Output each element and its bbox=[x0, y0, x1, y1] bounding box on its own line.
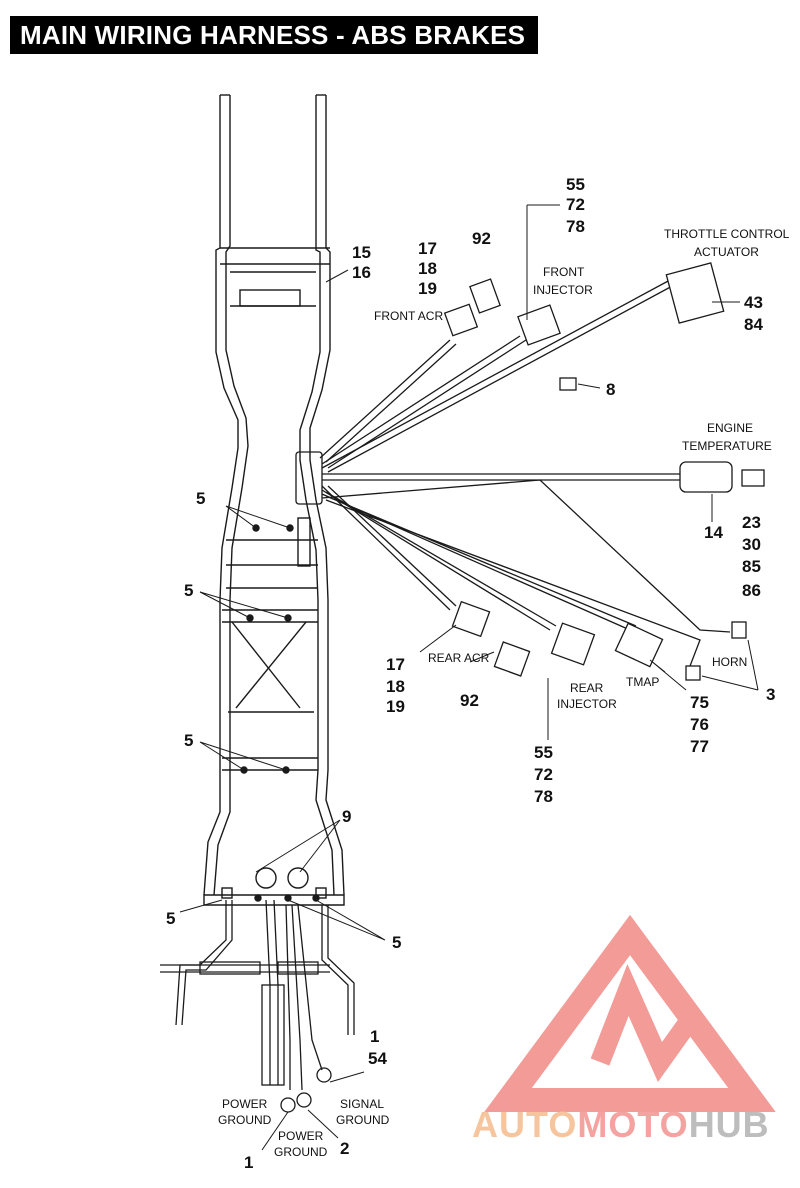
ref-77: 77 bbox=[690, 737, 709, 756]
ref-92-front: 92 bbox=[472, 229, 491, 248]
ref-75: 75 bbox=[690, 693, 709, 712]
ref-18-rear: 18 bbox=[386, 677, 405, 696]
signal-ground-line2: GROUND bbox=[336, 1113, 390, 1127]
ref-30: 30 bbox=[742, 535, 761, 554]
power-ground-b-line2: GROUND bbox=[274, 1145, 328, 1159]
vehicle-frame bbox=[203, 94, 345, 906]
ref-1-power: 1 bbox=[244, 1153, 253, 1172]
engine-temp-label-line2: TEMPERATURE bbox=[682, 439, 772, 453]
leader-lines bbox=[179, 204, 759, 1151]
ref-43: 43 bbox=[744, 293, 763, 312]
ref-78-front: 78 bbox=[566, 217, 585, 236]
watermark-part-auto: AUTO bbox=[472, 1104, 578, 1145]
ref-19-rear: 19 bbox=[386, 697, 405, 716]
watermark-part-moto: MOTO bbox=[577, 1104, 689, 1145]
rear-acr-mate-connector bbox=[493, 641, 531, 677]
ref-92-rear: 92 bbox=[460, 691, 479, 710]
power-ground-a-line1: POWER bbox=[222, 1097, 268, 1111]
ref-3: 3 bbox=[766, 685, 775, 704]
front-injector-connector bbox=[517, 304, 561, 346]
front-injector-label-line2: INJECTOR bbox=[533, 283, 593, 297]
ref-5-rear-right: 5 bbox=[392, 933, 401, 952]
ref-5-rear-left: 5 bbox=[166, 909, 175, 928]
ref-5-upper: 5 bbox=[196, 489, 205, 508]
ref-1-signal: 1 bbox=[370, 1027, 379, 1046]
ref-8: 8 bbox=[606, 380, 615, 399]
component-labels: THROTTLE CONTROL ACTUATOR FRONT INJECTOR… bbox=[218, 227, 790, 1159]
ref-19-front: 19 bbox=[418, 279, 437, 298]
title-bar: MAIN WIRING HARNESS - ABS BRAKES bbox=[10, 16, 538, 54]
ref-5-lower: 5 bbox=[184, 731, 193, 750]
rear-injector-connector bbox=[550, 622, 596, 666]
front-acr-connector bbox=[443, 303, 479, 337]
watermark-part-hub: HUB bbox=[688, 1104, 770, 1145]
ref-84: 84 bbox=[744, 315, 763, 334]
ref-17-rear: 17 bbox=[386, 655, 405, 674]
ref-14: 14 bbox=[704, 523, 723, 542]
ref-17-front: 17 bbox=[418, 239, 437, 258]
connectors bbox=[443, 262, 725, 677]
ref-18-front: 18 bbox=[418, 259, 437, 278]
front-injector-label-line1: FRONT bbox=[543, 265, 585, 279]
rear-acr-label: REAR ACR bbox=[428, 651, 490, 665]
throttle-control-connector bbox=[665, 262, 725, 324]
engine-temp-label-line1: ENGINE bbox=[707, 421, 753, 435]
signal-ground-line1: SIGNAL bbox=[340, 1097, 384, 1111]
ref-76: 76 bbox=[690, 715, 709, 734]
tmap-label: TMAP bbox=[626, 675, 659, 689]
reference-numbers: 15 16 17 18 19 92 55 72 78 43 84 8 14 23… bbox=[166, 175, 775, 1172]
diagram-title: MAIN WIRING HARNESS - ABS BRAKES bbox=[20, 20, 526, 50]
ref-72-front: 72 bbox=[566, 195, 585, 214]
watermark-logo bbox=[484, 914, 776, 1112]
ref-23: 23 bbox=[742, 513, 761, 532]
horn-label: HORN bbox=[712, 655, 747, 669]
ref-16: 16 bbox=[352, 263, 371, 282]
ref-15: 15 bbox=[352, 243, 371, 262]
ref-78-rear: 78 bbox=[534, 787, 553, 806]
ref-54: 54 bbox=[368, 1049, 387, 1068]
rear-injector-label-line2: INJECTOR bbox=[557, 697, 617, 711]
ref-2: 2 bbox=[340, 1139, 349, 1158]
front-acr-mate-connector bbox=[469, 278, 501, 314]
front-acr-label: FRONT ACR bbox=[374, 309, 443, 323]
rear-acr-connector bbox=[451, 600, 491, 638]
ref-55-rear: 55 bbox=[534, 743, 553, 762]
throttle-label-line2: ACTUATOR bbox=[694, 245, 759, 259]
ref-5-mid: 5 bbox=[184, 581, 193, 600]
ref-72-rear: 72 bbox=[534, 765, 553, 784]
tmap-connector bbox=[614, 622, 664, 668]
power-ground-b-line1: POWER bbox=[278, 1129, 324, 1143]
power-ground-a-line2: GROUND bbox=[218, 1113, 272, 1127]
rear-injector-label-line1: REAR bbox=[570, 681, 604, 695]
ref-9: 9 bbox=[342, 807, 351, 826]
ref-86: 86 bbox=[742, 581, 761, 600]
watermark-text: AUTOMOTOHUB bbox=[472, 1104, 770, 1146]
ref-85: 85 bbox=[742, 557, 761, 576]
throttle-label-line1: THROTTLE CONTROL bbox=[664, 227, 790, 241]
ref-55-front: 55 bbox=[566, 175, 585, 194]
